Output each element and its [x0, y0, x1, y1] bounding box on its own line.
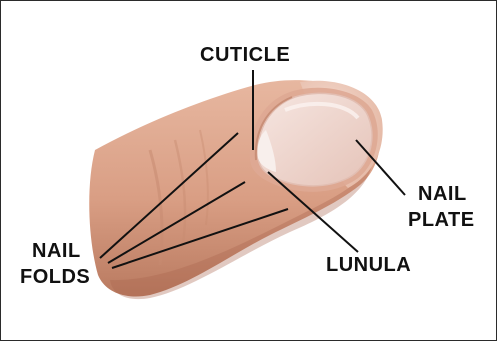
label-nail-folds-line-1: NAIL [32, 240, 81, 263]
label-lunula: LUNULA [326, 254, 411, 277]
label-nail-plate-line-2: PLATE [408, 209, 475, 232]
label-nail-plate-line-1: NAIL [418, 183, 467, 206]
label-cuticle: CUTICLE [200, 44, 290, 67]
label-nail-folds-line-2: FOLDS [20, 266, 90, 289]
